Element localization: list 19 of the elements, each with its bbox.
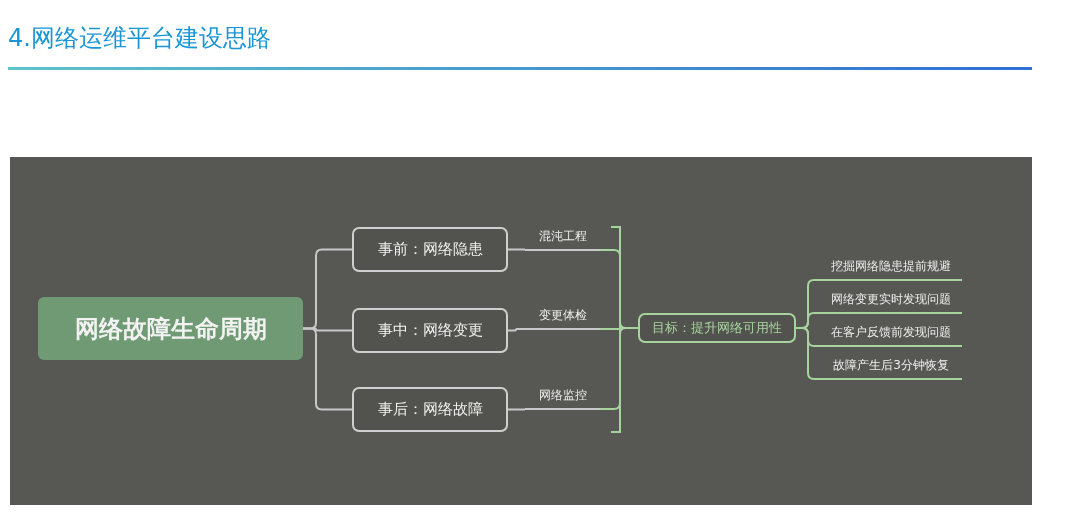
connector-line [599, 327, 639, 410]
phase-box: 事后：网络故障 [352, 387, 508, 432]
connector-line [795, 327, 821, 380]
connector-line [507, 248, 526, 251]
branch-topic: 在客户反馈前发现问题 [820, 322, 962, 347]
connector-line [507, 408, 526, 411]
branch-topic: 挖掘网络隐患提前规避 [820, 256, 962, 281]
branch-topic: 故障产生后3分钟恢复 [820, 355, 962, 380]
connector-line [507, 328, 526, 332]
phase-box: 事中：网络变更 [352, 308, 508, 353]
branch-topic: 变更体检 [525, 305, 600, 330]
branch-topic: 网络监控 [525, 385, 600, 410]
branch-topic: 网络变更实时发现问题 [820, 289, 962, 314]
root-topic-box: 网络故障生命周期 [38, 297, 303, 360]
page-title: 4.网络运维平台建设思路 [8, 23, 271, 54]
branch-topic: 混沌工程 [525, 226, 600, 251]
goal-box: 目标：提升网络可用性 [638, 313, 796, 343]
phase-box: 事前：网络隐患 [352, 227, 508, 272]
connector-line [302, 327, 353, 411]
